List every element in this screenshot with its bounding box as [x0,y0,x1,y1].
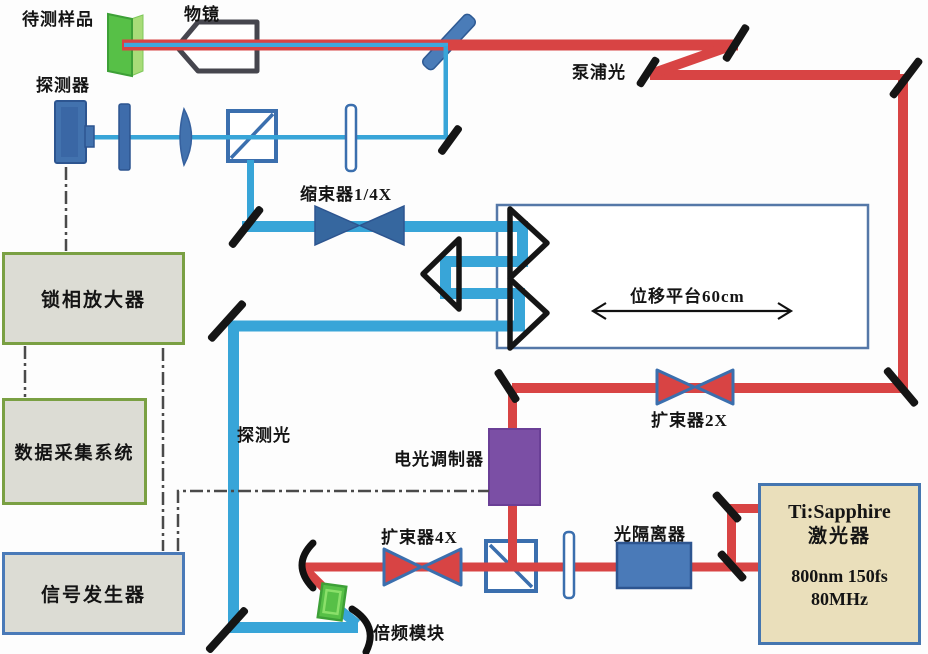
pump-fold-mirror-upper [722,24,750,62]
pump-fold-diagonal [649,39,738,79]
signal-wires [23,167,489,551]
translation-stage-box [495,203,870,350]
objective-label: 物镜 [184,5,220,24]
probe-bottom-left-mirror [205,607,249,653]
laser-spec-line2: 80MHz [811,589,868,610]
waveplate-probe [344,103,358,173]
laser-type-line: 激光器 [807,526,871,547]
laser-spec-line1: 800nm 150fs [791,565,888,586]
lockin-amplifier-label: 锁相放大器 [40,290,146,311]
lockin-amplifier-box: 锁相放大器 [2,252,185,345]
shg-module-label: 倍频模块 [373,624,445,643]
filter-shape [118,103,131,171]
stage-travel-arrow [590,302,794,320]
beam-expander-2x-shape [655,368,735,406]
retroreflector-prisms [420,206,550,351]
laser-name-line: Ti:Sapphire [788,501,891,523]
waveplate-laser [562,530,576,600]
signal-generator-box: 信号发生器 [2,552,185,635]
probe-light-label: 探测光 [237,426,291,445]
ti-sapphire-laser-box: Ti:Sapphire 激光器 800nm 150fs 80MHz [758,483,921,645]
isolator-label: 光隔离器 [614,525,686,544]
beam-reducer-label: 缩束器1/4X [300,185,392,204]
shg-crystal [316,582,348,622]
wire-siggen-to-eom [176,489,489,551]
probe-core-in-pump [124,42,448,47]
right-mid-mirror [883,367,919,407]
laser-fold-mirror-upper [712,491,742,523]
probe-top-left-mirror [228,206,264,248]
signal-generator-label: 信号发生器 [40,585,146,606]
eom-shape [488,428,541,506]
laser-fold-mirror-lower [717,550,747,582]
sample-label: 待测样品 [22,10,94,29]
expander-4x-label: 扩束器4X [381,528,458,547]
isolator-shape [615,541,693,590]
mirrors [205,24,923,653]
expander-2x-label: 扩束器2X [651,411,728,430]
daq-system-label: 数据采集系统 [14,442,135,463]
eom-top-mirror [494,369,520,403]
eom-label: 电光调制器 [394,450,484,469]
daq-system-box: 数据采集系统 [2,398,147,505]
shg-curved-mirror-right [348,605,374,654]
shg-curved-mirror-left [298,539,317,592]
beam-reducer-shape [314,204,405,247]
probe-up-mirror [437,125,463,155]
detector-label: 探测器 [36,76,90,95]
detector-shape [54,100,95,164]
pump-light-label: 泵浦光 [572,63,626,82]
stage-label: 位移平台60cm [630,287,745,306]
collection-lens-shape [179,107,193,167]
probe-mid-left-mirror [207,300,247,342]
pump-fold-mirror-lower [636,56,660,88]
top-right-mirror [889,57,923,99]
beam-expander-4x-shape [382,547,463,587]
